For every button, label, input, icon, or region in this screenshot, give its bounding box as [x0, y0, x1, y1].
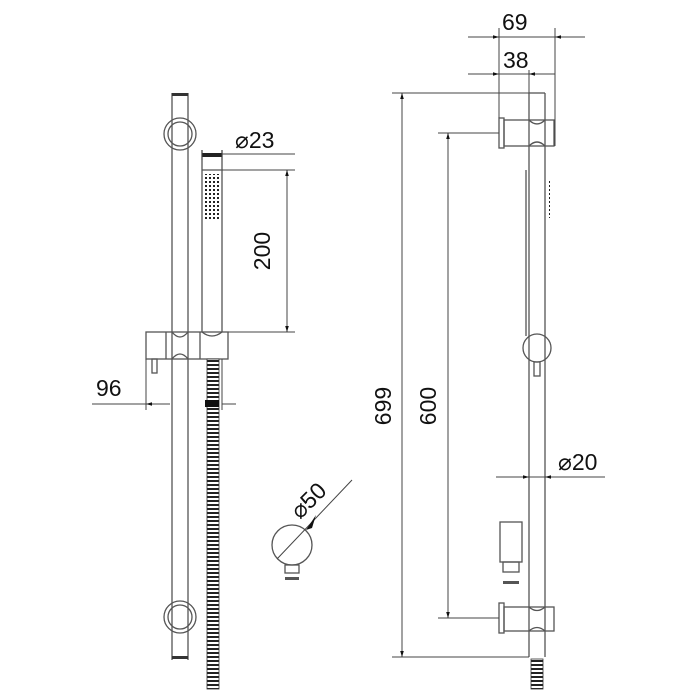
svg-text:⌀20: ⌀20	[558, 449, 597, 475]
outlet-detail: ⌀50	[271, 477, 353, 580]
spray-face	[204, 174, 220, 220]
svg-text:⌀50: ⌀50	[285, 477, 331, 523]
dim-69-value: 69	[502, 9, 528, 35]
dim-total-height: 699	[370, 92, 529, 658]
right-outlet	[499, 521, 523, 584]
dim-bracket-centers: 600	[415, 132, 499, 619]
dim-handset-length: 200	[222, 169, 295, 333]
left-top-bracket	[163, 117, 197, 151]
handset	[201, 150, 223, 332]
dim-handset-diameter: ⌀23	[201, 127, 295, 160]
right-hose	[530, 658, 544, 690]
dim-200-value: 200	[249, 232, 275, 270]
svg-text:⌀23: ⌀23	[235, 127, 274, 153]
dim-38-value: 38	[503, 47, 529, 73]
left-view: ⌀23 200 96	[92, 93, 295, 690]
diameter-symbol: ⌀	[235, 127, 249, 153]
dim-23-value: 23	[249, 127, 275, 153]
left-bottom-bracket	[163, 600, 197, 634]
dim-699-value: 699	[370, 387, 396, 425]
right-handset	[525, 170, 550, 336]
hose	[206, 358, 220, 690]
right-rail	[528, 92, 546, 657]
dim-rail-diameter: ⌀20	[496, 449, 605, 479]
right-slider-knob	[522, 333, 552, 377]
dim-slider-projection: 96	[92, 359, 236, 410]
dim-600-value: 600	[415, 387, 441, 425]
slider	[145, 331, 229, 374]
right-top-bracket	[498, 117, 555, 149]
dim-bracket-projection: 69	[468, 9, 585, 146]
left-rail	[171, 93, 189, 660]
right-bottom-bracket	[498, 602, 555, 634]
dim-20-value: 20	[572, 449, 598, 475]
diameter-symbol: ⌀	[558, 449, 572, 475]
right-view: 69 38 699 600 ⌀20	[370, 9, 605, 690]
dim-bracket-depth: 38	[468, 47, 555, 93]
dim-96-value: 96	[96, 375, 122, 401]
